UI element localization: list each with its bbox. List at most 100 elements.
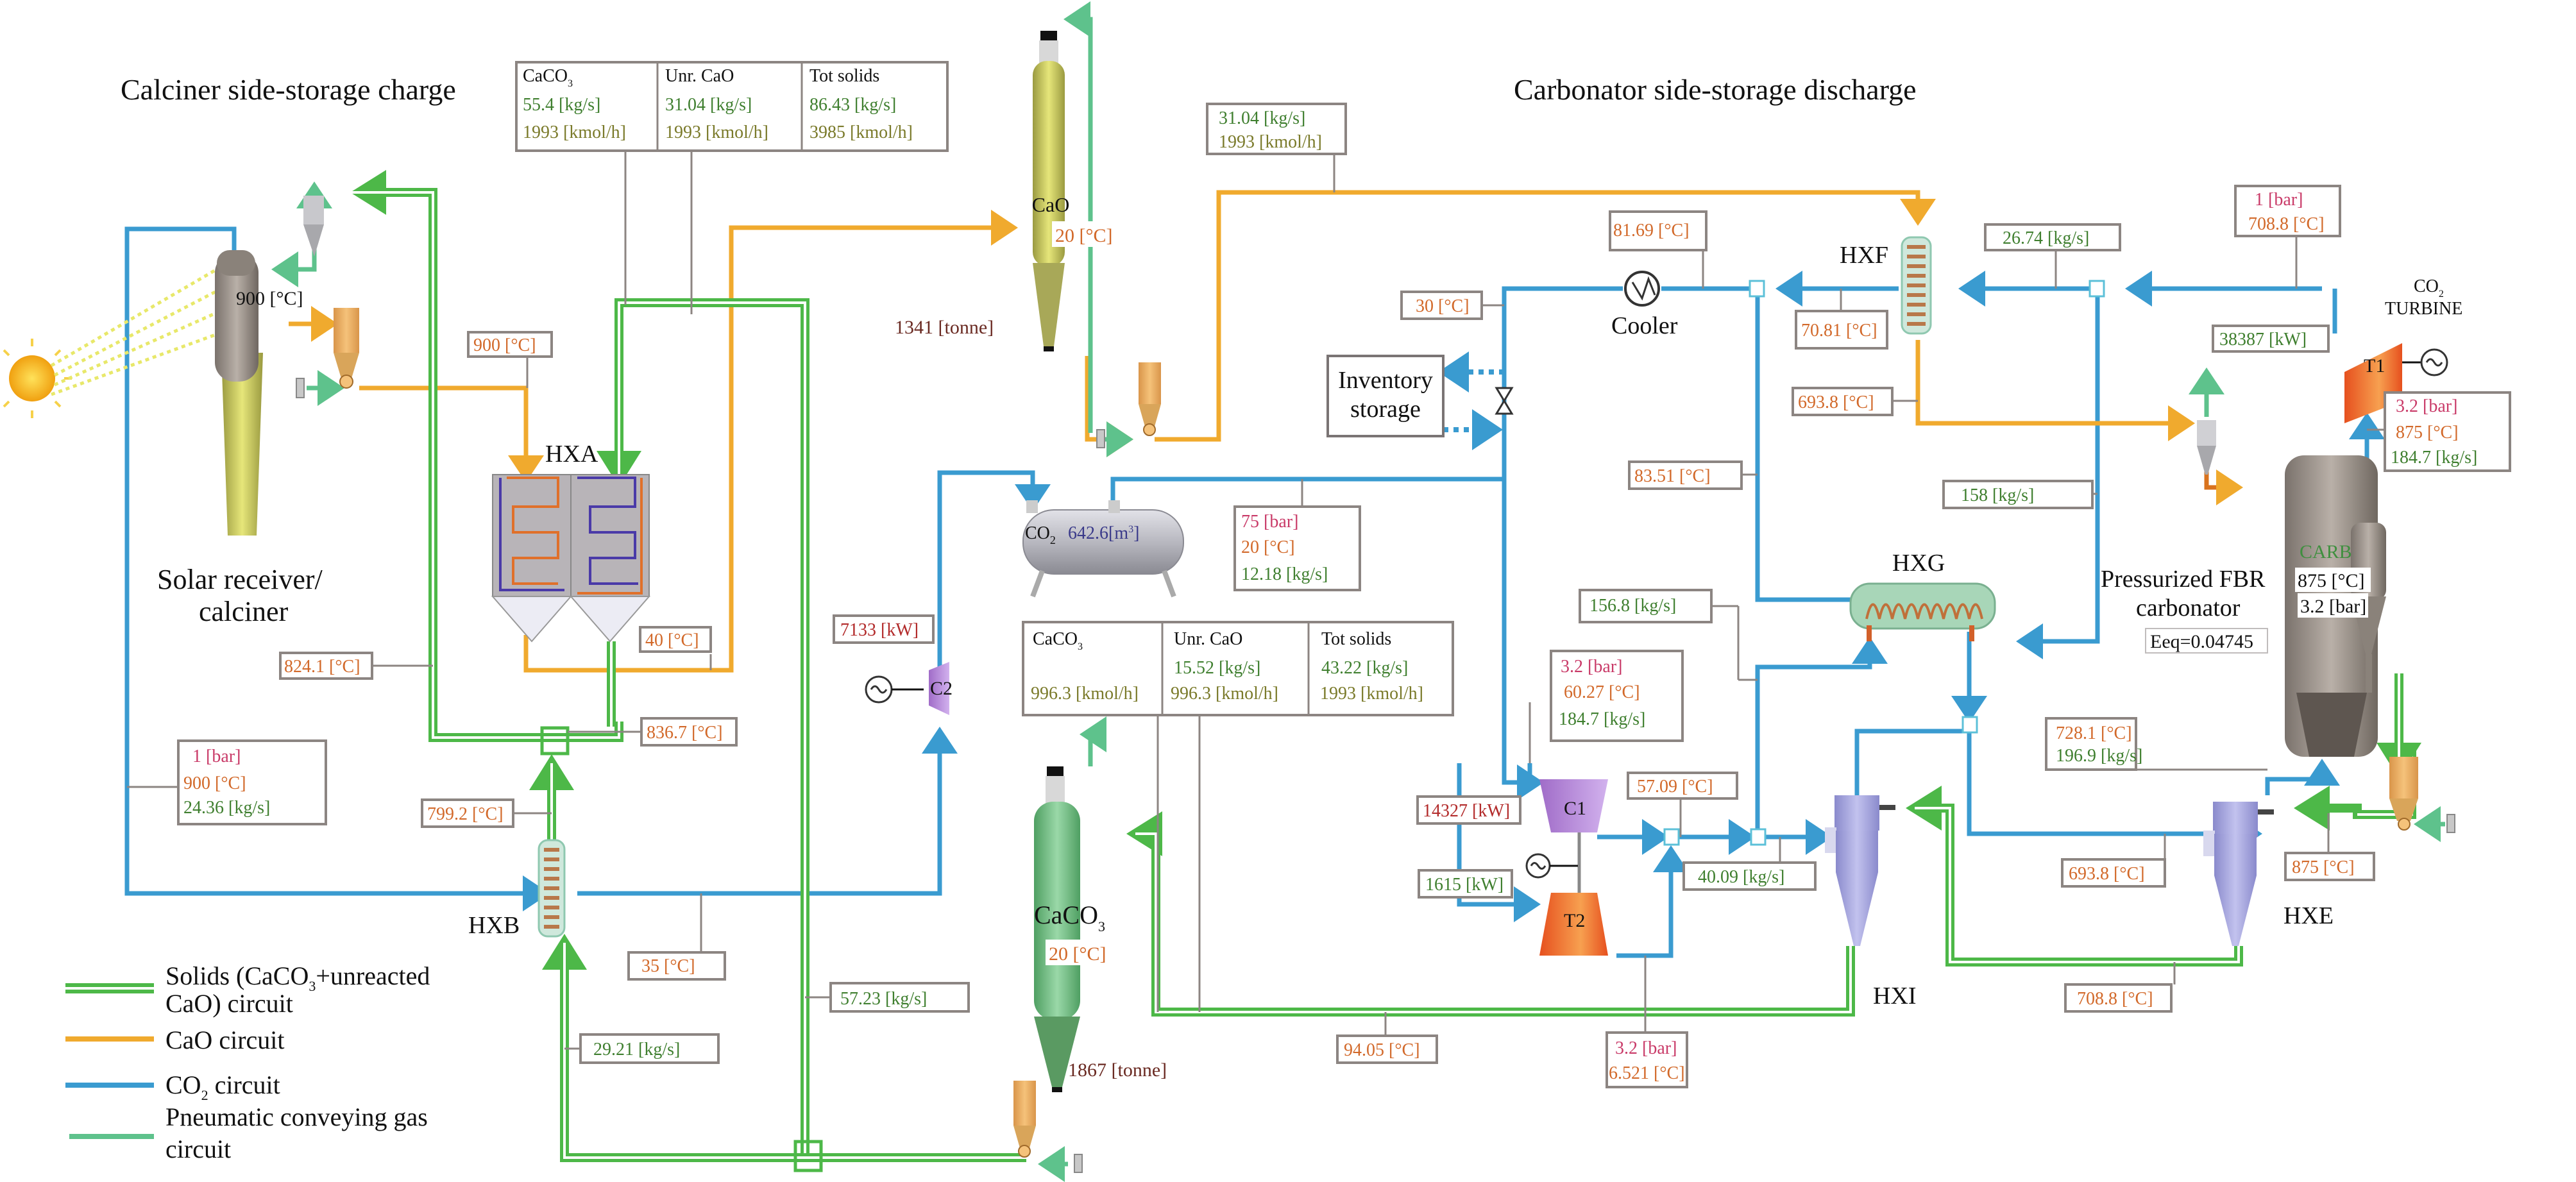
t2-out-temp: 6.521 [°C] — [1609, 1063, 1685, 1083]
cooler-label: Cooler — [1611, 312, 1678, 339]
carb-pressure-bg — [2298, 593, 2368, 618]
valve-icon[interactable] — [1495, 387, 1514, 415]
hxe-co2-in-temp: 693.8 [°C] — [2069, 864, 2145, 884]
cooler-out-temp: 30 [°C] — [1416, 296, 1470, 316]
cao-silo-temp: 20 [°C] — [1055, 225, 1113, 246]
hxa-heat-exchanger[interactable] — [491, 474, 651, 643]
box-t1-power — [2212, 325, 2330, 353]
box-hxe-out — [2045, 717, 2137, 771]
box-hxg-in — [1579, 589, 1713, 623]
hxb-heat-exchanger[interactable] — [538, 839, 566, 938]
box-hxb-solids-out — [421, 798, 514, 828]
co2-turbine-label-1: CO2 — [2414, 276, 2444, 300]
co2-turbine-label-2: TURBINE — [2385, 299, 2462, 319]
blower-icon — [2446, 814, 2455, 833]
generator-t1-icon — [2402, 348, 2448, 376]
c1-out-temp: 60.27 [°C] — [1564, 682, 1640, 702]
hxb-solids-out-temp: 799.2 [°C] — [427, 804, 504, 824]
hxf-heat-exchanger[interactable] — [1901, 236, 1932, 335]
legend-cao-label: CaO circuit — [165, 1026, 285, 1054]
hxe-solids-in-temp: 875 [°C] — [2292, 857, 2355, 877]
box-mix-57 — [1627, 772, 1738, 800]
hopper-carbonator[interactable] — [2389, 757, 2418, 831]
t2-label: T2 — [1564, 910, 1585, 931]
hxi-cyclone[interactable] — [1825, 795, 1895, 946]
cooler[interactable] — [1624, 271, 1660, 307]
cyclone-carbonator[interactable] — [2197, 420, 2216, 475]
box-caco3-return — [1336, 1034, 1438, 1064]
box-c2-power — [833, 614, 935, 644]
c1-power: 14327 [kW] — [1423, 801, 1510, 821]
c1-compressor[interactable] — [1539, 779, 1608, 832]
box-c1-power — [1416, 795, 1521, 825]
carb-temp-bg — [2295, 568, 2371, 592]
tank-out-mass: 12.18 [kg/s] — [1241, 564, 1328, 584]
hxe-out-temp: 728.1 [°C] — [2056, 723, 2132, 743]
top-table-header-unr-cao: Unr. CaO — [665, 66, 734, 86]
cooler-in-temp: 81.69 [°C] — [1613, 221, 1690, 241]
hopper-caco3[interactable] — [1013, 1081, 1036, 1158]
hxg-label: HXG — [1892, 550, 1945, 577]
cao-silo[interactable] — [1033, 31, 1065, 351]
cao-silo-temp-bg — [1052, 221, 1116, 247]
blower-icon — [1074, 1154, 1083, 1173]
box-tank-out — [1233, 505, 1361, 591]
blower-icon — [296, 378, 305, 398]
box-cooler-in — [1609, 210, 1707, 251]
box-hxf-cao-out — [1792, 387, 1894, 416]
hxf-co2-out-temp: 70.81 [°C] — [1801, 321, 1877, 341]
caco3-return-temp: 94.05 [°C] — [1344, 1040, 1420, 1060]
hxf-label: HXF — [1840, 242, 1888, 269]
tank-out-temp: 20 [°C] — [1241, 537, 1295, 557]
top-solids-table — [515, 61, 949, 152]
blower-icon — [1096, 429, 1105, 448]
hxb-co2-out-temp: 35 [°C] — [641, 956, 695, 976]
box-cao-to-hxf — [1206, 103, 1347, 155]
mixer-836[interactable] — [540, 726, 570, 756]
box-hxe-solids-out — [2064, 983, 2173, 1013]
legend-solids-label-2: CaO) circuit — [165, 989, 293, 1018]
motor-c2-icon — [865, 675, 924, 704]
solar-receiver-calciner[interactable] — [215, 250, 263, 536]
co2-storage-tank[interactable] — [1022, 500, 1184, 598]
t2-power: 1615 [kW] — [1425, 875, 1504, 895]
c2-compressor[interactable] — [929, 662, 949, 715]
box-calciner-riser — [279, 652, 373, 680]
junction — [1663, 828, 1680, 846]
hxg-heat-exchanger[interactable] — [1849, 582, 1996, 641]
calciner-gas-pressure: 1 [bar] — [192, 747, 241, 766]
leader-lines — [127, 151, 2385, 1050]
mixer-bottom[interactable] — [793, 1140, 823, 1172]
mid-table-header-caco3: CaCO3 — [1033, 629, 1083, 652]
t2-turbine[interactable] — [1539, 893, 1608, 956]
mix-57-temp: 57.09 [°C] — [1637, 777, 1713, 797]
cyclone-calciner[interactable] — [303, 196, 324, 257]
hxe-label: HXE — [2284, 902, 2334, 929]
box-hxg-bypass — [1628, 460, 1743, 490]
hopper-cao[interactable] — [1139, 362, 1161, 436]
hxe-cyclone[interactable] — [2203, 802, 2274, 946]
c2-power: 7133 [kW] — [840, 620, 919, 640]
motor-c1-t2-icon — [1525, 853, 1578, 879]
box-cooler-out — [1400, 291, 1483, 320]
hxa-cao-in-temp: 900 [°C] — [473, 335, 536, 355]
carbonator-side-title: Carbonator side-storage discharge — [1514, 73, 1917, 106]
cao-circuit-pipes — [289, 190, 2243, 673]
box-hxe-co2-in — [2061, 858, 2166, 888]
legend-co2-label: CO2 circuit — [165, 1070, 280, 1103]
inventory-storage[interactable] — [1326, 355, 1445, 437]
t1-label: T1 — [2364, 355, 2385, 376]
caco3-silo[interactable] — [1034, 766, 1080, 1092]
box-t2-power — [1418, 869, 1513, 899]
box-c1-out — [1550, 650, 1684, 742]
mid-table-molar-tot: 1993 [kmol/h] — [1320, 684, 1423, 704]
box-hxf-co2-out — [1795, 310, 1888, 350]
caco3-silo-label: CaCO3 — [1034, 900, 1105, 934]
legend-solids-label-1: Solids (CaCO3+unreacted — [165, 961, 430, 994]
hxg-bypass-temp: 83.51 [°C] — [1634, 466, 1711, 486]
inventory-label-1: Inventory — [1338, 367, 1433, 394]
split-158-mass: 158 [kg/s] — [1961, 485, 2034, 505]
hopper-calciner[interactable] — [334, 308, 359, 389]
caco3-silo-temp: 20 [°C] — [1049, 943, 1106, 965]
recirc-29-mass: 29.21 [kg/s] — [593, 1040, 680, 1060]
